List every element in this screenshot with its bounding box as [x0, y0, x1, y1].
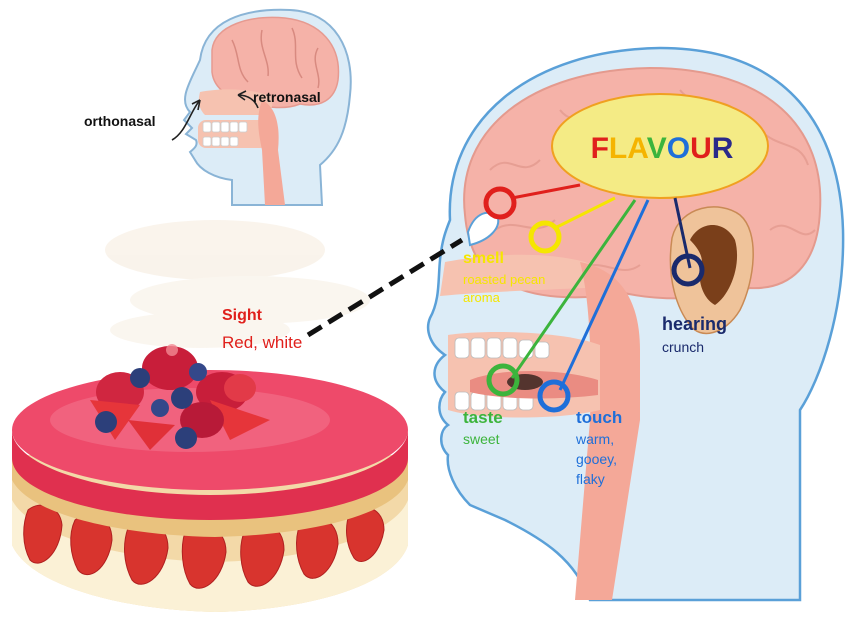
touch-label-group: touch warm, gooey, flaky [575, 408, 622, 487]
hearing-desc: crunch [662, 339, 704, 355]
flavour-letter: O [667, 132, 690, 165]
smell-connector [554, 196, 616, 230]
touch-desc-line2: gooey, [576, 451, 617, 467]
large-nasal-cavity [440, 254, 596, 296]
hearing-ring [671, 253, 705, 287]
touch-desc-line3: flaky [576, 471, 605, 487]
taste-label-group: taste sweet [463, 408, 503, 447]
berry-topping [90, 344, 270, 450]
small-head-illustration: orthonasal retronasal [84, 8, 352, 206]
smell-desc-line1: roasted pecan [463, 272, 545, 287]
hearing-title: hearing [662, 314, 727, 334]
flavour-letter: F [591, 132, 609, 165]
touch-connector [558, 199, 650, 391]
flavour-ellipse [551, 93, 769, 199]
sight-title: Sight [222, 307, 263, 324]
steam [105, 220, 370, 348]
touch-desc-line1: warm, [575, 431, 614, 447]
orthonasal-label: orthonasal [84, 113, 156, 129]
cake-illustration [12, 344, 408, 612]
flavour-title: FLAVOUR [591, 132, 734, 165]
flavour-letter: U [690, 132, 712, 165]
retronasal-arrow [237, 94, 259, 109]
taste-title: taste [463, 408, 503, 427]
flavour-letter: V [647, 132, 667, 165]
orthonasal-arrow [171, 99, 201, 141]
small-throat [258, 100, 285, 205]
flavour-letter: L [609, 132, 627, 165]
taste-connector [510, 199, 637, 379]
retronasal-label: retronasal [253, 89, 321, 105]
sight-dashed-link [306, 237, 464, 338]
sight-connector [511, 183, 581, 200]
smell-desc-line2: aroma [463, 290, 501, 305]
smell-ring [528, 220, 562, 254]
sight-ring [483, 186, 517, 220]
sight-label-group: Sight Red, white [222, 307, 302, 352]
taste-ring [486, 363, 520, 397]
touch-ring [537, 379, 571, 413]
smell-title: smell [463, 250, 504, 267]
hearing-label-group: hearing crunch [662, 314, 727, 355]
smell-label-group: smell roasted pecan aroma [463, 250, 545, 305]
touch-title: touch [576, 408, 622, 427]
flavour-letter: R [712, 132, 734, 165]
flavour-letter: A [627, 132, 648, 165]
sight-desc: Red, white [222, 333, 302, 352]
small-nasal-cavity [198, 89, 273, 115]
taste-desc: sweet [463, 431, 500, 447]
